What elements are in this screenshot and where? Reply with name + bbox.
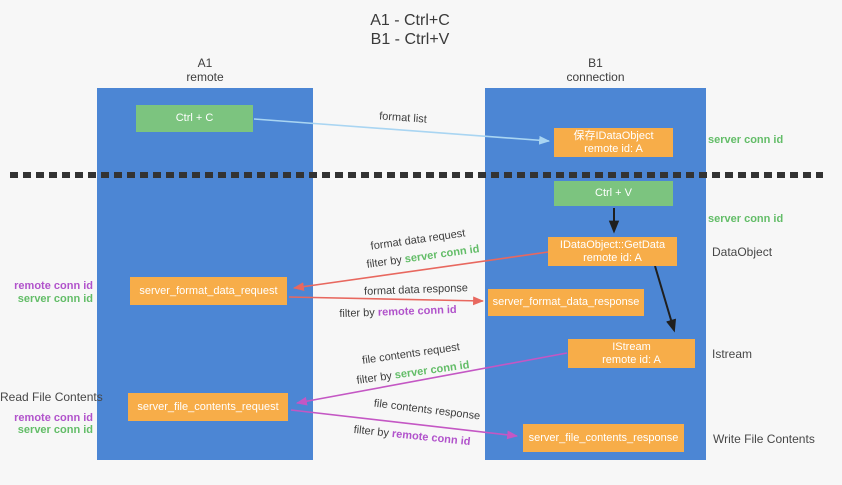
server-format-data-request-label: server_format_data_request [139, 284, 278, 297]
arrow-format-data-response [288, 296, 485, 306]
filter-value-4: remote conn id [391, 427, 471, 449]
server-file-contents-response-node: server_file_contents_response [523, 424, 684, 452]
server-file-contents-response-label: server_file_contents_response [528, 431, 679, 444]
getdata-node: IDataObject::GetData remote id: A [548, 237, 677, 266]
filter-prefix-3: filter by [355, 370, 393, 387]
server-file-contents-request-node: server_file_contents_request [128, 393, 288, 421]
filter-prefix-2: filter by [339, 306, 376, 321]
server-conn-id-label-mid: server conn id [708, 213, 784, 225]
lifeline-header-b1: B1 connection [485, 56, 706, 84]
write-file-contents-label: Write File Contents [713, 432, 815, 446]
remote-conn-id-label-2: remote conn id [14, 412, 93, 424]
dataobject-label: DataObject [712, 245, 773, 259]
server-format-data-response-label: server_format_data_response [492, 296, 640, 308]
remote-conn-id-label-1: remote conn id [14, 280, 93, 292]
server-conn-id-label-left-1: server conn id [17, 293, 93, 305]
getdata-line2: remote id: A [583, 251, 642, 264]
filter-prefix-1: filter by [365, 254, 403, 271]
filter-prefix-4: filter by [353, 423, 390, 440]
format-list-label: format list [378, 110, 428, 126]
istream-node: IStream remote id: A [568, 339, 695, 368]
title-line-2: B1 - Ctrl+V [370, 31, 450, 48]
file-contents-response-label: file contents response [373, 397, 481, 423]
ctrl-v-label: Ctrl + V [595, 187, 632, 199]
diagram-title: A1 - Ctrl+C B1 - Ctrl+V [370, 11, 450, 49]
ctrl-v-node: Ctrl + V [554, 181, 673, 206]
lifeline-a1-role: remote [186, 70, 224, 84]
filter-value-3: server conn id [394, 359, 471, 382]
server-conn-id-label-top: server conn id [708, 134, 784, 146]
ctrl-c-label: Ctrl + C [175, 112, 214, 124]
server-file-contents-request-label: server_file_contents_request [137, 400, 279, 413]
save-idataobject-line2: remote id: A [584, 142, 643, 155]
filter-value-1: server conn id [404, 243, 481, 266]
istream-line2: remote id: A [602, 353, 661, 366]
filter-value-2: remote conn id [377, 303, 457, 319]
save-idataobject-node: 保存IDataObject remote id: A [554, 128, 673, 157]
filter-by-remote-conn-id-label-2: filter by remote conn id [353, 424, 471, 448]
title-line-1: A1 - Ctrl+C [370, 12, 450, 29]
save-idataobject-line1: 保存IDataObject [573, 129, 654, 142]
ctrl-c-node: Ctrl + C [136, 105, 253, 132]
read-file-contents-label: Read File Contents [0, 390, 103, 404]
lifeline-b1-role: connection [566, 70, 625, 84]
istream-side-label: Istream [712, 347, 753, 361]
filter-by-remote-conn-id-label-1: filter by remote conn id [339, 304, 457, 320]
getdata-line1: IDataObject::GetData [559, 238, 666, 251]
lifeline-header-a1: A1 remote [97, 56, 313, 84]
lifeline-a1-name: A1 [197, 56, 213, 70]
istream-line1: IStream [612, 340, 651, 353]
format-data-response-label: format data response [363, 282, 469, 298]
server-format-data-request-node: server_format_data_request [130, 277, 287, 305]
server-format-data-response-node: server_format_data_response [488, 289, 644, 316]
server-conn-id-label-left-2: server conn id [17, 424, 93, 436]
phase-separator-line [10, 172, 823, 178]
lifeline-b1-name: B1 [588, 56, 603, 70]
